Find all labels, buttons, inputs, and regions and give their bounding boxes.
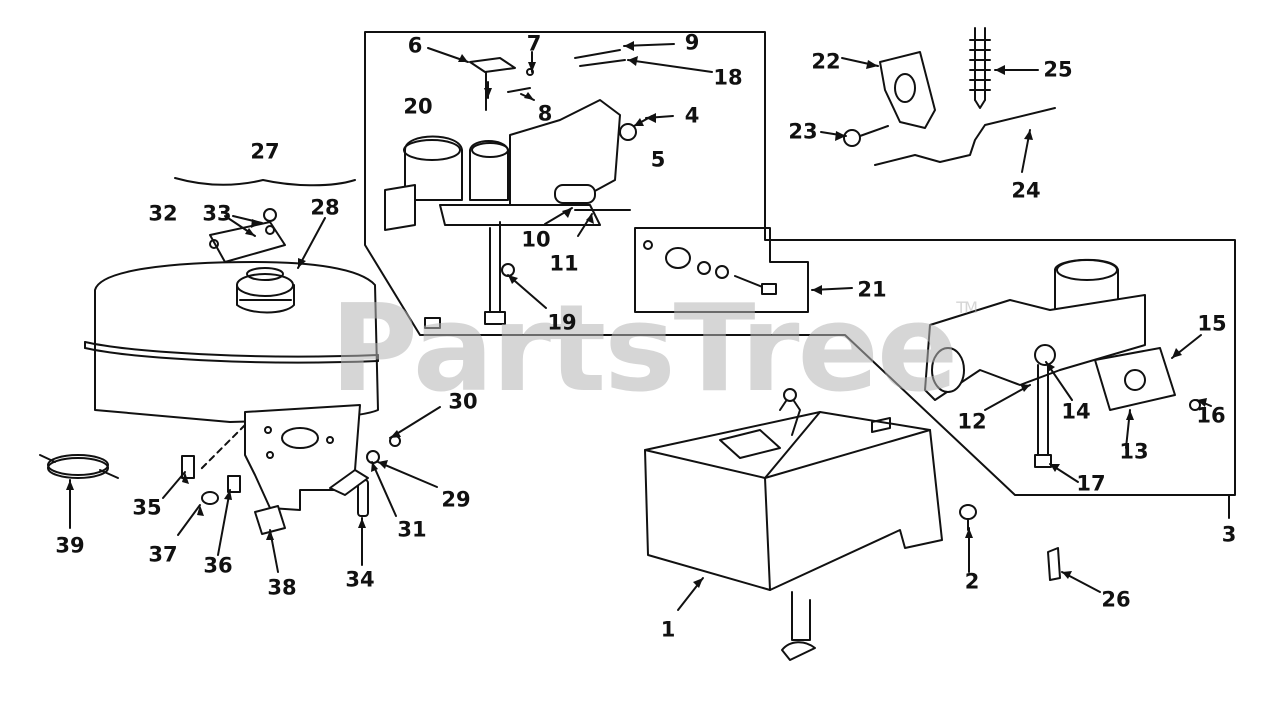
watermark: PartsTreeTM (330, 280, 978, 419)
callout-6: 6 (407, 33, 423, 58)
callout-15: 15 (1197, 311, 1227, 336)
clip-26 (1047, 547, 1061, 581)
callout-33: 33 (202, 201, 232, 226)
callout-22: 22 (811, 49, 841, 74)
callout-35: 35 (132, 495, 162, 520)
callout-4: 4 (684, 103, 700, 128)
callout-26: 26 (1101, 587, 1131, 612)
callout-32: 32 (148, 201, 178, 226)
callout-24: 24 (1011, 178, 1041, 203)
callout-38: 38 (267, 575, 297, 600)
fuel-tank (84, 177, 379, 423)
callout-19: 19 (547, 310, 577, 335)
callout-29: 29 (441, 487, 471, 512)
screw-2 (959, 504, 977, 531)
callout-5: 5 (650, 147, 666, 172)
callout-10: 10 (521, 227, 551, 252)
callout-18: 18 (713, 65, 743, 90)
callout-20: 20 (403, 94, 433, 119)
callout-17: 17 (1076, 471, 1106, 496)
callout-3: 3 (1221, 522, 1237, 547)
callout-16: 16 (1196, 403, 1226, 428)
governor-link (874, 107, 1056, 166)
spring-25 (969, 27, 991, 109)
callout-8: 8 (537, 101, 553, 126)
arrowheads (66, 41, 1207, 588)
callout-7: 7 (526, 31, 542, 56)
callout-34: 34 (345, 567, 375, 592)
callout-21: 21 (857, 277, 887, 302)
callout-36: 36 (203, 553, 233, 578)
kit-inset-box (634, 227, 809, 313)
callout-1: 1 (660, 617, 676, 642)
callout-14: 14 (1061, 399, 1091, 424)
callout-12: 12 (957, 409, 987, 434)
carburetor-upper (384, 49, 637, 329)
kit-parts (643, 240, 777, 295)
callout-11: 11 (549, 251, 579, 276)
tank-bracket (199, 404, 361, 511)
callout-30: 30 (448, 389, 478, 414)
callout-39: 39 (55, 533, 85, 558)
callout-37: 37 (148, 542, 178, 567)
callout-23: 23 (788, 119, 818, 144)
tank-cover (644, 388, 943, 661)
carburetor-group-outline (364, 31, 1236, 496)
carburetor-lower (924, 258, 1201, 468)
callout-27: 27 (250, 139, 280, 164)
callout-13: 13 (1119, 439, 1149, 464)
callout-25: 25 (1043, 57, 1073, 82)
callout-31: 31 (397, 517, 427, 542)
callout-9: 9 (684, 30, 700, 55)
fuel-line-clamp (39, 454, 119, 479)
callout-28: 28 (310, 195, 340, 220)
screw-23 (843, 125, 889, 147)
gasket (879, 51, 936, 129)
bracket-hardware (181, 435, 401, 535)
callout-2: 2 (964, 569, 980, 594)
